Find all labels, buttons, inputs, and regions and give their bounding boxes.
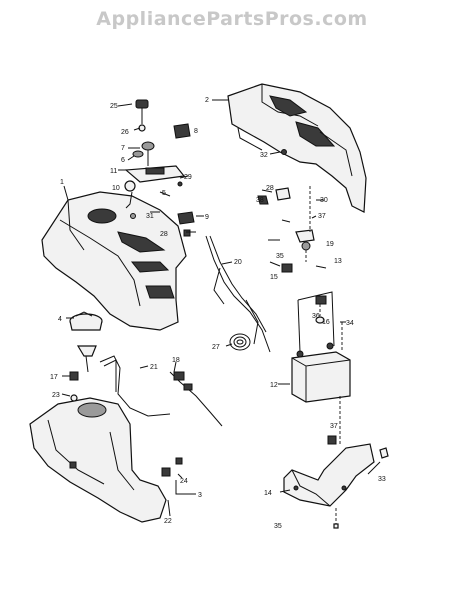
callout-22: 22 xyxy=(164,518,172,525)
leader-lines xyxy=(61,99,381,517)
callout-1: 1 xyxy=(60,179,64,186)
mounting-hardware xyxy=(161,149,291,477)
battery-tray xyxy=(283,396,389,529)
wire-harness xyxy=(205,235,271,353)
callout-36: 36 xyxy=(312,313,320,320)
lower-console-housing xyxy=(41,191,187,331)
callout-35a: 35 xyxy=(276,253,284,260)
callout-35b: 35 xyxy=(274,523,282,530)
coil xyxy=(229,333,251,351)
callout-13: 13 xyxy=(334,258,342,265)
upper-console-cover xyxy=(227,83,367,213)
callout-12: 12 xyxy=(270,382,278,389)
callout-19: 19 xyxy=(326,241,334,248)
fuel-lines xyxy=(69,355,223,427)
callout-30: 30 xyxy=(320,197,328,204)
callout-21: 21 xyxy=(150,364,158,371)
callout-28b: 28 xyxy=(266,185,274,192)
fuel-tank xyxy=(29,397,167,523)
callout-18: 18 xyxy=(172,357,180,364)
callout-32: 32 xyxy=(260,152,268,159)
callout-5: 5 xyxy=(162,190,166,197)
callout-31: 31 xyxy=(146,213,154,220)
fuel-cap xyxy=(69,311,103,373)
callout-4: 4 xyxy=(58,316,62,323)
callout-28a: 28 xyxy=(160,231,168,238)
callout-10: 10 xyxy=(112,185,120,192)
callout-6: 6 xyxy=(121,157,125,164)
callout-25: 25 xyxy=(110,103,118,110)
callout-27: 27 xyxy=(212,344,220,351)
battery-assembly xyxy=(281,186,351,403)
callout-37a: 37 xyxy=(318,213,326,220)
callout-38: 38 xyxy=(256,197,264,204)
callout-labels: 1 2 3 4 5 6 7 8 9 10 11 12 13 14 15 16 1… xyxy=(50,97,386,530)
callout-15: 15 xyxy=(270,274,278,281)
callout-23: 23 xyxy=(52,392,60,399)
callout-20: 20 xyxy=(234,259,242,266)
callout-16: 16 xyxy=(322,319,330,326)
callout-37b: 37 xyxy=(330,423,338,430)
callout-2: 2 xyxy=(205,97,209,104)
callout-34: 34 xyxy=(346,320,354,327)
control-components xyxy=(124,99,195,237)
callout-33: 33 xyxy=(378,476,386,483)
callout-9: 9 xyxy=(205,214,209,221)
callout-14: 14 xyxy=(264,490,272,497)
callout-8: 8 xyxy=(194,128,198,135)
watermark-text: AppliancePartsPros.com xyxy=(96,8,368,30)
callout-24: 24 xyxy=(180,478,188,485)
callout-11: 11 xyxy=(110,168,117,175)
callout-17: 17 xyxy=(50,374,58,381)
callout-7: 7 xyxy=(121,145,125,152)
callout-29: 29 xyxy=(184,174,192,181)
callout-3: 3 xyxy=(198,492,202,499)
callout-26: 26 xyxy=(121,129,129,136)
